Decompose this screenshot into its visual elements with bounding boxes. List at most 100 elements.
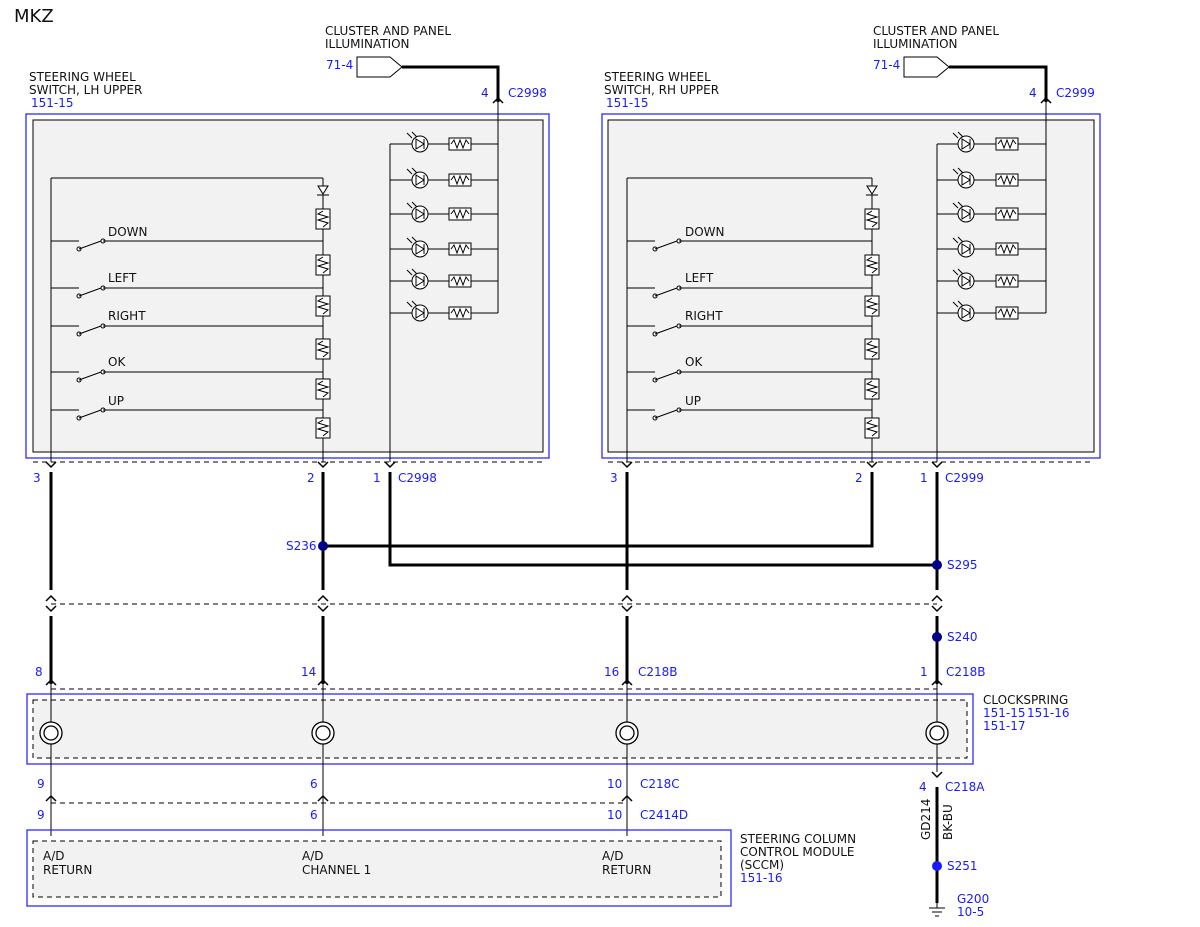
- svg-text:S236: S236: [286, 539, 317, 553]
- ground-name: G200: [957, 892, 989, 906]
- illumination-rh-ref: 71-4: [873, 58, 900, 72]
- resistor-icon: [995, 173, 1019, 187]
- pin-number: 14: [301, 665, 316, 679]
- resistor-icon: [864, 254, 880, 276]
- switch-rh-ref: 151-15: [606, 96, 649, 110]
- resistor-icon: [315, 208, 331, 230]
- pin-number: 16: [604, 665, 619, 679]
- pin-number: 10: [607, 808, 622, 822]
- switch-ok: OK: [51, 355, 323, 383]
- coil-icon: [39, 721, 63, 745]
- clockspring-body: [32, 699, 968, 759]
- splice-s295: S295: [932, 558, 978, 572]
- clockspring-ref: 151-17: [983, 719, 1026, 733]
- illumination-lh-ref: 71-4: [326, 58, 353, 72]
- arrow-icon: [621, 605, 633, 612]
- wire-illum-rh: [949, 65, 1048, 102]
- connector-label: C218A: [945, 780, 985, 794]
- arrow-icon: [384, 461, 396, 468]
- resistor-icon: [315, 338, 331, 360]
- switch-rh-name-1: STEERING WHEEL: [604, 70, 711, 84]
- resistor-icon: [864, 208, 880, 230]
- pin-number: 2: [307, 471, 315, 485]
- coil-icon: [615, 721, 639, 745]
- switch-label: DOWN: [685, 225, 725, 239]
- clockspring: 8 14 16 C218B 1 C218B CLOCKSPRING 151-15…: [26, 665, 1070, 794]
- switch-label: LEFT: [108, 271, 137, 285]
- resistor-icon: [995, 242, 1019, 256]
- arrow-icon: [45, 461, 57, 468]
- sccm-channel-label: A/D: [602, 849, 624, 863]
- switch-up: UP: [51, 394, 323, 421]
- resistor-icon: [448, 137, 472, 151]
- pin-number: 3: [610, 471, 618, 485]
- clockspring-name: CLOCKSPRING: [983, 693, 1068, 707]
- resistor-icon: [995, 306, 1019, 320]
- pin-number: 6: [310, 808, 318, 822]
- coil-icon: [925, 721, 949, 745]
- arrow-icon: [866, 461, 878, 468]
- resistor-icon: [995, 137, 1019, 151]
- illum-lh-connector: C2998: [508, 86, 547, 100]
- illumination-rh-label-2: ILLUMINATION: [873, 37, 958, 51]
- resistor-icon: [315, 378, 331, 400]
- arrow-icon: [317, 605, 329, 612]
- switch-label: DOWN: [108, 225, 148, 239]
- resistor-icon: [315, 254, 331, 276]
- switch-lh-name-2: SWITCH, LH UPPER: [29, 83, 142, 97]
- sccm-channel-label: RETURN: [43, 863, 92, 877]
- switch-left: LEFT: [51, 271, 323, 299]
- resistor-icon: [448, 242, 472, 256]
- resistor-icon: [448, 274, 472, 288]
- splice-s236: S236: [286, 539, 328, 553]
- resistor-icon: [995, 207, 1019, 221]
- illumination-lh-label-2: ILLUMINATION: [325, 37, 410, 51]
- illumination-connector-rh: CLUSTER AND PANEL ILLUMINATION 71-4 4 C2…: [873, 24, 1095, 104]
- wire-color-label: BK-BU: [941, 804, 955, 840]
- clockspring-ref: 151-16: [1027, 706, 1070, 720]
- switch-up: UP: [627, 394, 872, 421]
- resistor-icon: [315, 295, 331, 317]
- resistor-icon: [864, 338, 880, 360]
- pin-number: 9: [37, 808, 45, 822]
- pin-number: 3: [33, 471, 41, 485]
- pin-number: 1: [920, 665, 928, 679]
- illum-rh-connector: C2999: [1056, 86, 1095, 100]
- connector-label: C2998: [398, 471, 437, 485]
- sccm-outline: [26, 829, 732, 907]
- switch-label: UP: [685, 394, 701, 408]
- switch-label: UP: [108, 394, 124, 408]
- connector-flag-rh: [903, 56, 950, 78]
- resistor-icon: [315, 417, 331, 439]
- wire-illum-lh: [402, 65, 500, 102]
- svg-text:S295: S295: [947, 558, 978, 572]
- arrow-icon: [317, 595, 329, 602]
- illum-lh-pin: 4: [481, 86, 489, 100]
- switch-label: RIGHT: [108, 309, 146, 323]
- connector-label: C2414D: [640, 808, 688, 822]
- switch-lh-outline: [25, 113, 550, 459]
- arrow-icon: [317, 461, 329, 468]
- switch-ok: OK: [627, 355, 872, 383]
- switch-right: RIGHT: [51, 309, 323, 337]
- pin-number: 4: [919, 780, 927, 794]
- switch-lh-name-1: STEERING WHEEL: [29, 70, 136, 84]
- sccm-body: [32, 840, 722, 898]
- resistor-icon: [448, 306, 472, 320]
- steering-wheel-switch-lh: STEERING WHEEL SWITCH, LH UPPER 151-15 D…: [25, 70, 550, 485]
- arrow-icon: [931, 461, 943, 468]
- switch-down: DOWN: [51, 225, 323, 252]
- resistor-icon: [864, 417, 880, 439]
- steering-column-control-module: A/D RETURN A/D CHANNEL 1 A/D RETURN STEE…: [26, 829, 856, 907]
- pin-number: 8: [35, 665, 43, 679]
- switch-label: LEFT: [685, 271, 714, 285]
- steering-wheel-switch-rh: STEERING WHEEL SWITCH, RH UPPER 151-15 D…: [601, 70, 1101, 485]
- illumination-lh-label-1: CLUSTER AND PANEL: [325, 24, 451, 38]
- resistor-icon: [995, 274, 1019, 288]
- resistor-icon: [448, 207, 472, 221]
- pin-number: 9: [37, 777, 45, 791]
- connector-flag-lh: [356, 56, 403, 78]
- sccm-channel-label: CHANNEL 1: [302, 863, 371, 877]
- sccm-name: CONTROL MODULE: [740, 845, 855, 859]
- sccm-wires: 9 6 10 C2414D: [37, 772, 688, 836]
